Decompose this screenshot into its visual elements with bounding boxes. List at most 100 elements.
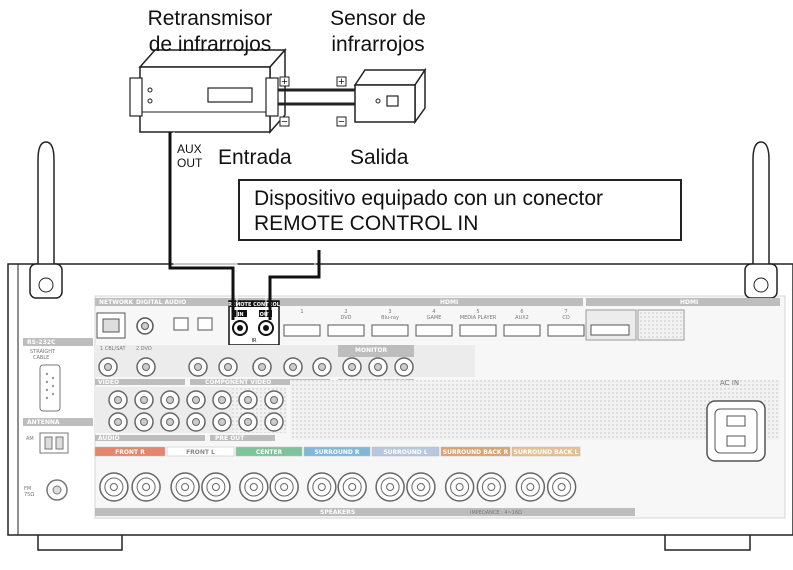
svg-text:75Ω: 75Ω [24, 492, 34, 498]
sensor-caption: Sensor de infrarrojos [318, 6, 438, 58]
video-jack [218, 357, 238, 377]
audio-jack [212, 390, 232, 410]
svg-text:CD: CD [562, 315, 569, 321]
repeater-sensor-cable [278, 88, 355, 106]
audio-jack [160, 390, 180, 410]
svg-text:−: − [338, 116, 344, 128]
svg-text:FRONT R: FRONT R [115, 449, 145, 456]
svg-text:2 DVD: 2 DVD [136, 346, 152, 352]
svg-text:VIDEO: VIDEO [98, 379, 119, 386]
speaker-terminal [269, 472, 299, 502]
speaker-terminal [337, 472, 367, 502]
video-jack [283, 357, 303, 377]
speaker-group-header: SURROUND R [303, 446, 371, 457]
svg-text:3: 3 [388, 309, 391, 315]
svg-text:FM: FM [24, 486, 31, 492]
video-jack [394, 357, 414, 377]
aux-out-line1: AUX [177, 142, 202, 156]
audio-jack [264, 412, 284, 432]
svg-text:SPEAKERS: SPEAKERS [320, 509, 355, 516]
svg-text:DVD: DVD [340, 315, 351, 321]
device-callout: Dispositivo equipado con un conector REM… [238, 179, 682, 241]
repeater-caption-line1: Retransmisor [147, 7, 273, 30]
sensor-caption-line1: Sensor de [330, 7, 426, 30]
svg-text:SURROUND BACK L: SURROUND BACK L [514, 449, 579, 456]
left-antenna [29, 141, 63, 299]
remote-control-jacks: REMOTE CONTROL IN OUT IR [228, 300, 281, 346]
svg-text:−: − [281, 116, 287, 128]
svg-text:6: 6 [520, 309, 523, 315]
remote-cables [168, 132, 321, 320]
video-jack [136, 357, 156, 377]
svg-text:1 CBL/SAT: 1 CBL/SAT [100, 346, 126, 352]
svg-text:IN: IN [237, 312, 243, 318]
receiver-rear-panel: NETWORK DIGITAL AUDIO HDMI HDMI REMOTE C… [7, 141, 793, 551]
svg-text:IMPEDANCE : 4~16Ω: IMPEDANCE : 4~16Ω [470, 510, 522, 516]
speaker-group-header: SURROUND BACK R [440, 446, 511, 457]
audio-jack [134, 390, 154, 410]
audio-jack [212, 412, 232, 432]
svg-text:SURROUND R: SURROUND R [314, 449, 359, 456]
svg-text:PRE OUT: PRE OUT [215, 435, 245, 442]
audio-jack [238, 412, 258, 432]
svg-text:5: 5 [476, 309, 479, 315]
right-foot [664, 535, 751, 551]
audio-jack [160, 412, 180, 432]
video-jack [98, 357, 118, 377]
svg-text:DIGITAL AUDIO: DIGITAL AUDIO [136, 299, 186, 306]
svg-text:7: 7 [564, 309, 567, 315]
output-label: Salida [350, 146, 409, 169]
audio-jack [186, 412, 206, 432]
right-antenna [744, 141, 778, 299]
svg-text:AM: AM [26, 436, 34, 442]
audio-jack [108, 390, 128, 410]
svg-text:AUX2: AUX2 [515, 315, 529, 321]
svg-text:HDMI: HDMI [680, 299, 698, 306]
speaker-terminal [239, 472, 269, 502]
svg-text:MEDIA PLAYER: MEDIA PLAYER [460, 315, 497, 321]
speaker-group-header: FRONT R [94, 446, 166, 457]
svg-text:+: + [281, 76, 287, 88]
ir-sensor-device [353, 67, 427, 125]
svg-text:MONITOR: MONITOR [355, 347, 388, 354]
video-jack [342, 357, 362, 377]
svg-text:HDMI: HDMI [440, 299, 458, 306]
callout-line1: Dispositivo equipado con un conector [254, 187, 604, 210]
svg-text:RS-232C: RS-232C [27, 339, 56, 346]
video-jack [368, 357, 388, 377]
audio-jack [186, 390, 206, 410]
video-jack [252, 357, 272, 377]
audio-jack [134, 412, 154, 432]
repeater-caption: Retransmisor de infrarrojos [140, 6, 280, 58]
callout-line2: REMOTE CONTROL IN [254, 212, 479, 235]
hdmi-input-7: 7CD [547, 309, 585, 337]
svg-text:AUDIO: AUDIO [98, 435, 120, 442]
svg-text:COMPONENT VIDEO: COMPONENT VIDEO [205, 379, 271, 386]
polarity-markers: + + − − [279, 76, 347, 128]
aux-out-line2: OUT [177, 156, 203, 170]
svg-text:2: 2 [344, 309, 347, 315]
svg-text:AC IN: AC IN [720, 379, 739, 387]
audio-jack [108, 412, 128, 432]
speaker-group-header: FRONT L [166, 446, 235, 457]
svg-text:IR: IR [252, 338, 257, 344]
speaker-group-header: SURROUND BACK L [511, 446, 581, 457]
svg-text:GAME: GAME [427, 315, 442, 321]
speaker-terminal [406, 472, 436, 502]
video-jack [188, 357, 208, 377]
speaker-terminal [515, 472, 546, 502]
svg-text:FRONT L: FRONT L [186, 449, 215, 456]
sensor-caption-line2: infrarrojos [331, 33, 425, 56]
svg-text:REMOTE CONTROL: REMOTE CONTROL [228, 302, 281, 308]
svg-text:CENTER: CENTER [256, 449, 283, 456]
speaker-terminal [307, 472, 337, 502]
audio-jack [264, 390, 284, 410]
svg-text:+: + [338, 76, 344, 88]
svg-text:SURROUND BACK R: SURROUND BACK R [443, 449, 509, 456]
speaker-terminal [131, 472, 161, 502]
aux-out-label: AUX OUT [177, 142, 202, 170]
